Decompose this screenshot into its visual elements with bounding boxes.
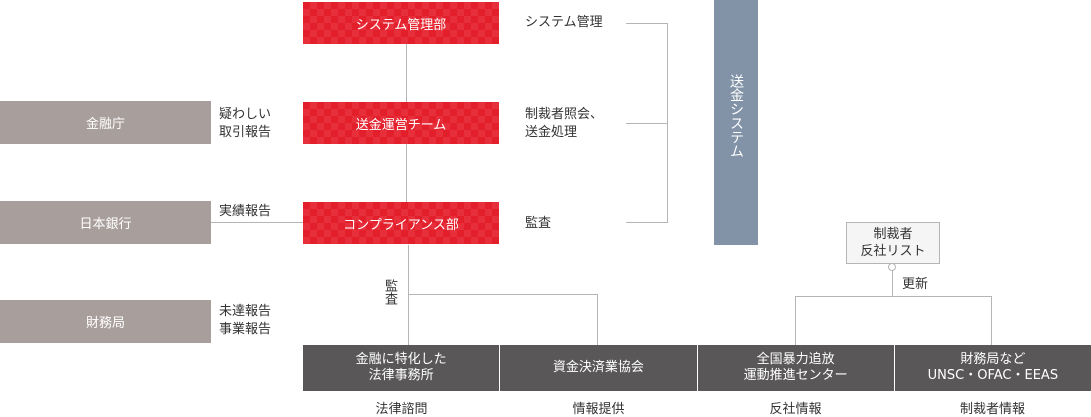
dept-remittance-operations: 送金運営チーム [303, 102, 499, 144]
connector-system-mid [626, 123, 668, 124]
connector-update-right-down [991, 296, 992, 345]
partner-payment-association-line1: 資金決済業協会 [552, 360, 644, 375]
dept-compliance: コンプライアンス部 [303, 202, 499, 244]
role-system-management: システム管理 [525, 15, 603, 30]
caption-information: 情報提供 [572, 402, 625, 417]
sanction-list-line2: 反社リスト [860, 244, 926, 259]
connector-system-vertical [667, 23, 668, 223]
partner-law-firm: 金融に特化した 法律事務所 [303, 345, 500, 391]
caption-antisocial-info: 反社情報 [769, 402, 822, 417]
connector-system-top [626, 23, 668, 24]
connector-update-left-down [795, 296, 796, 345]
sanction-list-line1: 制裁者 [873, 227, 913, 242]
audit-label-vertical: 監査 [382, 279, 397, 305]
partner-anti-violence-center: 全国暴力追放 運動推進センター [696, 345, 894, 391]
report-mof-line1: 未達報告 [219, 304, 272, 319]
remittance-system-label: 送金システム [728, 74, 744, 158]
partner-finance-bureau-line1: 財務局など [960, 352, 1026, 367]
partner-finance-bureau: 財務局など UNSC・OFAC・EEAS [893, 345, 1091, 391]
authority-fsa-label: 金融庁 [85, 117, 125, 132]
partner-anti-violence-center-line1: 全国暴力追放 [756, 352, 835, 367]
authority-mof: 財務局 [0, 300, 211, 343]
report-mof-line2: 事業報告 [219, 322, 272, 337]
update-connector-circle [888, 263, 896, 271]
dept-compliance-label: コンプライアンス部 [343, 217, 459, 233]
connector-update-horizontal [795, 296, 992, 297]
sanction-list-box: 制裁者 反社リスト [846, 222, 940, 264]
connector-system-bottom [626, 222, 668, 223]
update-label: 更新 [902, 277, 929, 292]
connector-audit-horizontal [408, 294, 598, 295]
connector-audit-vertical [408, 245, 409, 345]
partner-payment-association: 資金決済業協会 [499, 345, 697, 391]
caption-legal-advice: 法律諮問 [375, 402, 428, 417]
connector-boj [211, 222, 303, 223]
role-compliance: 監査 [525, 216, 552, 231]
role-remittance-ops-line2: 送金処理 [525, 125, 578, 140]
dept-remittance-operations-label: 送金運営チーム [355, 117, 447, 133]
dept-system-management-label: システム管理部 [355, 17, 447, 33]
connector-audit-down [597, 294, 598, 345]
report-fsa-line2: 取引報告 [219, 125, 272, 140]
remittance-system: 送金システム [714, 0, 758, 245]
authority-boj: 日本銀行 [0, 201, 211, 244]
partner-bar: 金融に特化した 法律事務所 資金決済業協会 全国暴力追放 運動推進センター 財務… [303, 345, 1091, 391]
dept-system-management: システム管理部 [303, 2, 499, 44]
report-boj: 実績報告 [219, 204, 272, 219]
authority-boj-label: 日本銀行 [79, 217, 132, 232]
authority-fsa: 金融庁 [0, 101, 211, 144]
partner-law-firm-line1: 金融に特化した [355, 352, 447, 367]
partner-law-firm-line2: 法律事務所 [368, 368, 434, 383]
role-remittance-ops-line1: 制裁者照会、 [525, 107, 604, 122]
report-fsa-line1: 疑わしい [219, 107, 272, 122]
authority-mof-label: 財務局 [85, 316, 125, 331]
partner-finance-bureau-line2: UNSC・OFAC・EEAS [927, 368, 1059, 383]
partner-anti-violence-center-line2: 運動推進センター [743, 368, 848, 383]
connector-update-vertical [892, 271, 893, 296]
caption-sanction-info: 制裁者情報 [959, 402, 1025, 417]
